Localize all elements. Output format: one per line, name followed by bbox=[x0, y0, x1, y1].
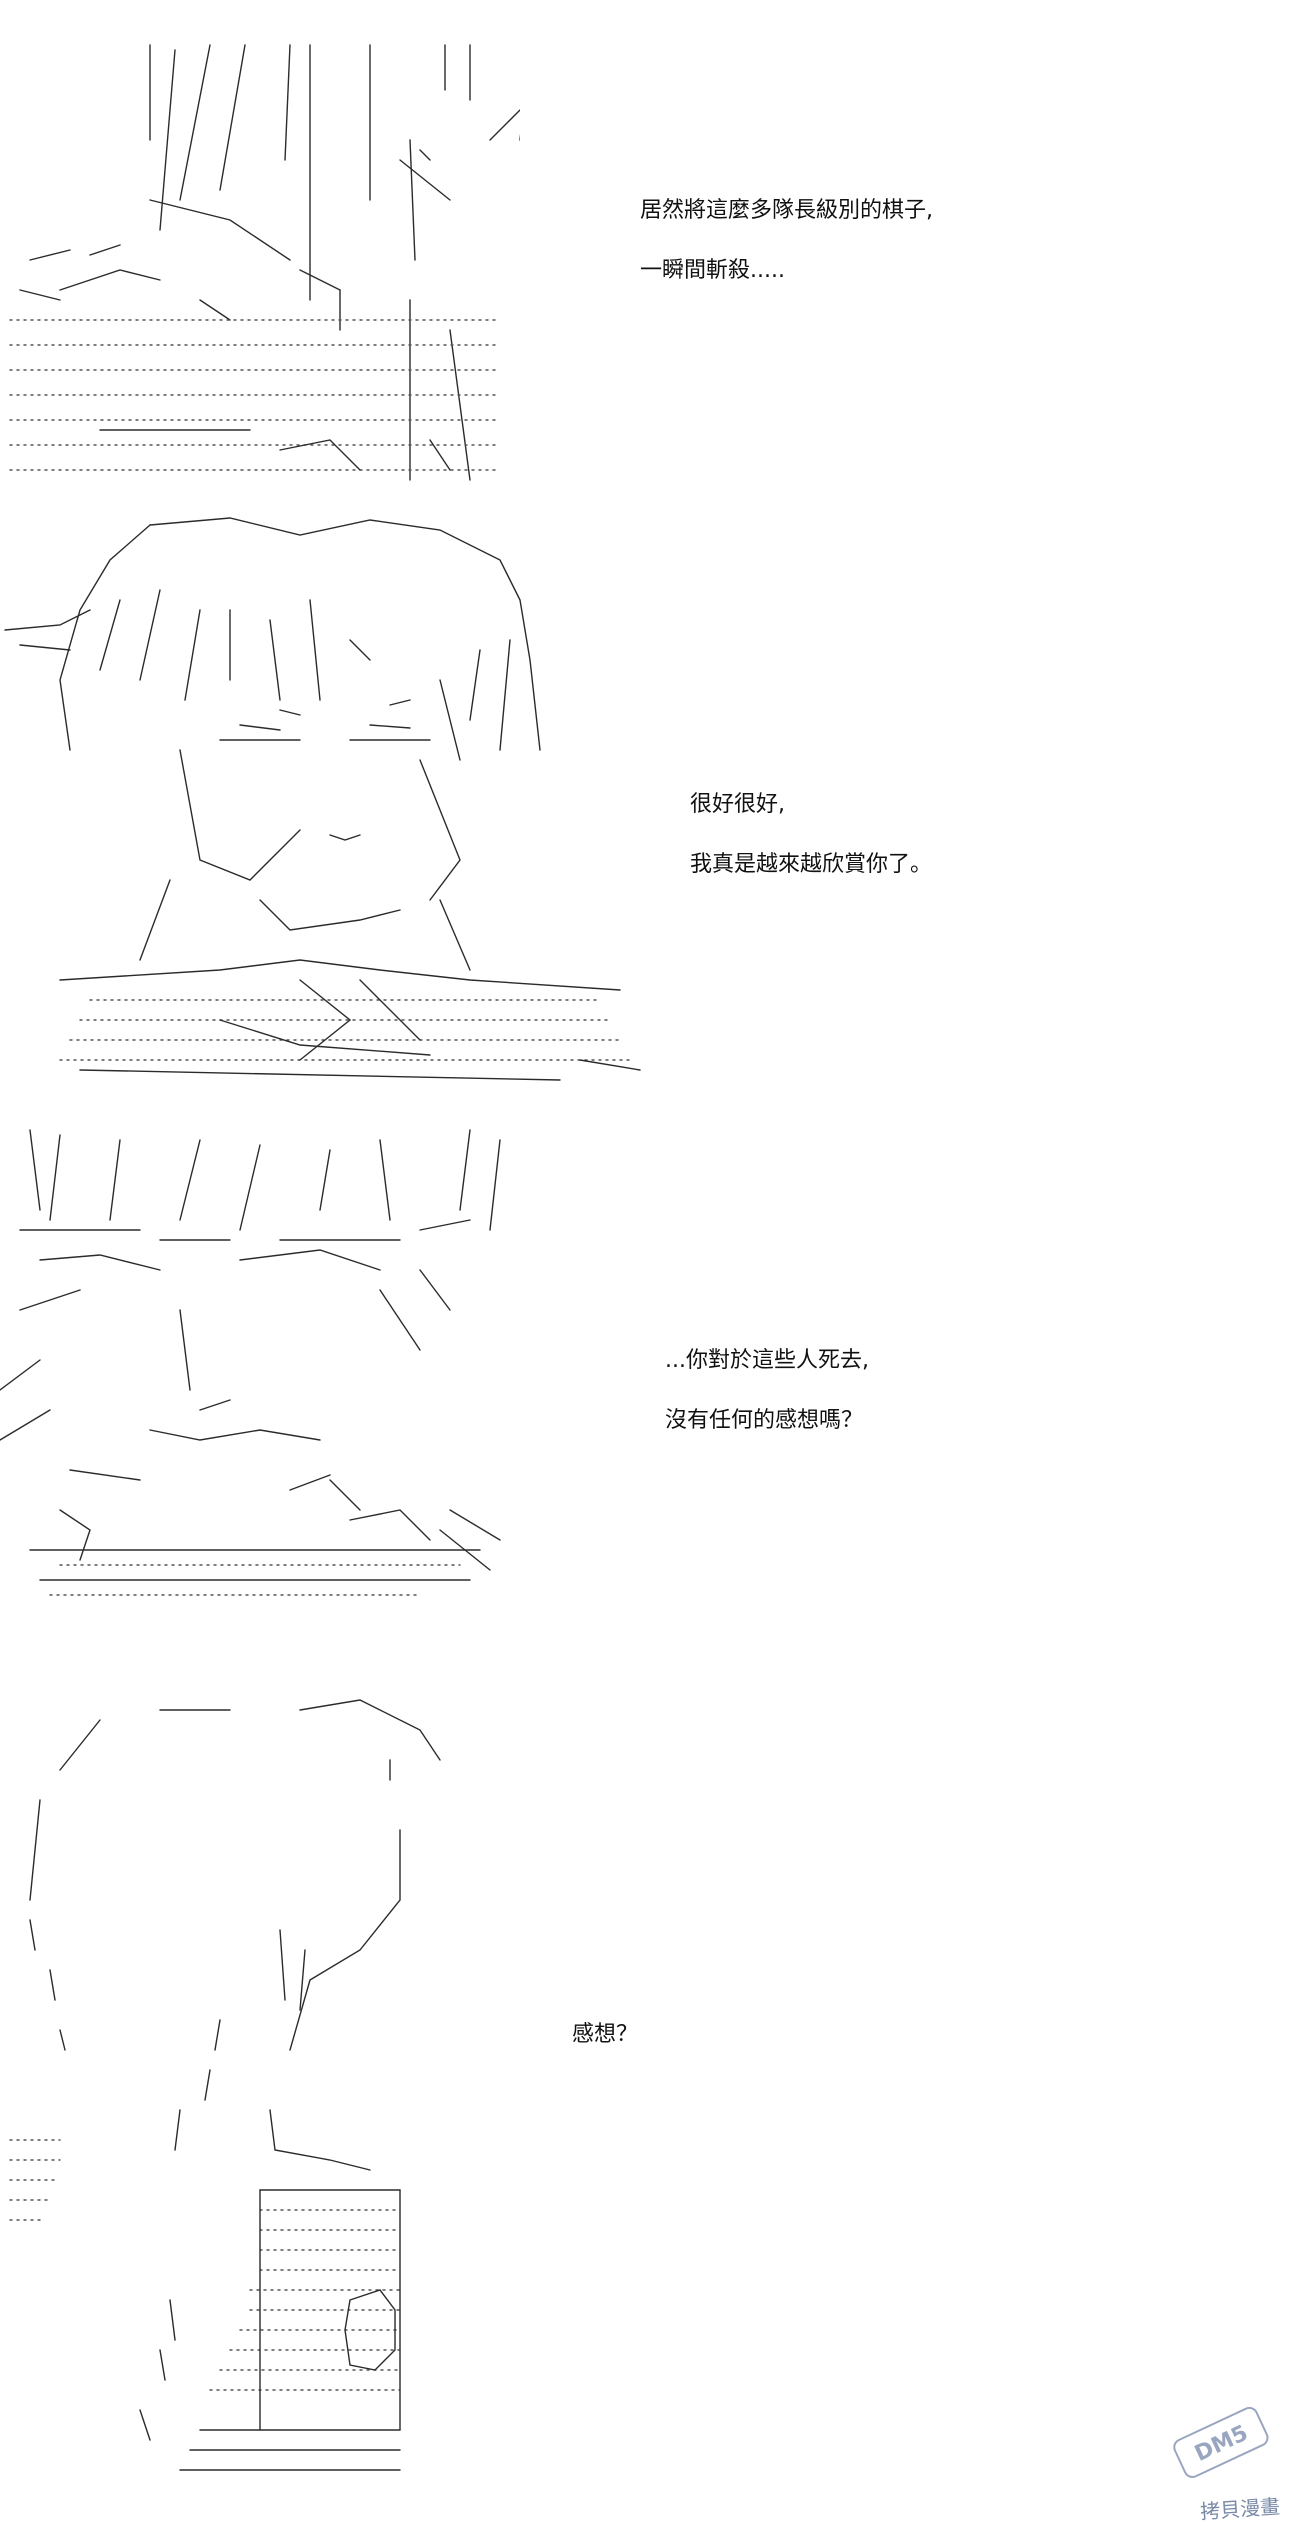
panel-1-ascii-art bbox=[9, 44, 520, 481]
panel-4: 感想？ DM5 拷貝漫畫 bbox=[0, 1650, 1300, 2530]
panel-1-line-1: 居然將這麼多隊長級別的棋子, bbox=[640, 198, 933, 223]
panel-2-line-1: 很好很好, bbox=[690, 792, 785, 817]
panel-3: ...你對於這些人死去, 沒有任何的感想嗎？ bbox=[0, 1110, 1300, 1650]
panel-2: 很好很好, 我真是越來越欣賞你了。 bbox=[0, 500, 1300, 1100]
panel-2-ascii-art bbox=[4, 517, 641, 1081]
panel-3-line-1: ...你對於這些人死去, bbox=[665, 1348, 869, 1373]
panel-1: 居然將這麼多隊長級別的棋子, 一瞬間斬殺..... bbox=[0, 0, 1300, 500]
dm5-logo-watermark: DM5 bbox=[1173, 2406, 1269, 2478]
svg-text:DM5: DM5 bbox=[1191, 2421, 1252, 2467]
panel-3-ascii-art bbox=[0, 1129, 501, 1596]
panel-2-line-2: 我真是越來越欣賞你了。 bbox=[690, 852, 933, 877]
panel-1-line-2: 一瞬間斬殺..... bbox=[640, 258, 785, 283]
panel-4-ascii-art bbox=[9, 1699, 441, 2471]
panel-4-line-1: 感想？ bbox=[572, 2022, 639, 2047]
watermark-text: 拷貝漫畫 bbox=[1199, 2494, 1281, 2524]
panel-3-line-2: 沒有任何的感想嗎？ bbox=[665, 1408, 864, 1433]
